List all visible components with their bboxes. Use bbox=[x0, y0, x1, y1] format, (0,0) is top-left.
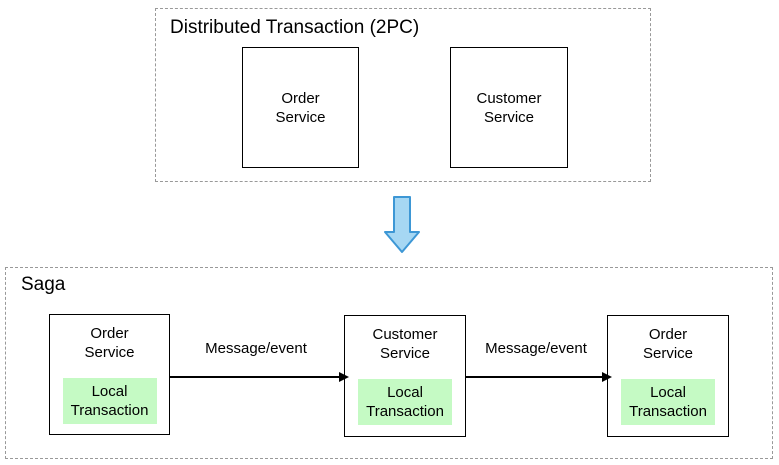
node-label: Customer Service bbox=[345, 325, 465, 363]
node-label-line: Transaction bbox=[629, 403, 707, 420]
node-label: Order Service bbox=[275, 89, 325, 127]
node-order-service-2pc: Order Service bbox=[242, 47, 359, 168]
node-label-line: Service bbox=[275, 108, 326, 126]
node-label-line: Service bbox=[379, 345, 431, 362]
down-arrow-shape bbox=[384, 196, 420, 253]
node-order-service-saga-1: Order Service Local Transaction bbox=[49, 314, 170, 435]
node-customer-service-2pc: Customer Service bbox=[450, 47, 568, 168]
node-label: Order Service bbox=[608, 325, 728, 363]
node-label-line: Service bbox=[483, 108, 535, 126]
edge-label-message-event-2: Message/event bbox=[485, 340, 587, 357]
group-title-2pc: Distributed Transaction (2PC) bbox=[170, 17, 420, 38]
node-label-line: Service bbox=[642, 345, 694, 362]
down-arrow-icon bbox=[384, 196, 420, 253]
group-title-saga: Saga bbox=[21, 274, 66, 295]
node-label-line: Transaction bbox=[366, 403, 444, 420]
edge-label-message-event-1: Message/event bbox=[205, 340, 307, 357]
arrowhead-right-icon bbox=[339, 372, 349, 382]
node-label-line: Order bbox=[648, 326, 688, 343]
node-label-line: Local bbox=[650, 384, 686, 401]
node-label: Order Service bbox=[50, 324, 169, 362]
edge-message-event-1 bbox=[170, 372, 349, 382]
group-distributed-transaction-2pc: Distributed Transaction (2PC) Order Serv… bbox=[155, 8, 651, 182]
group-saga: Saga Order Service Local Transaction Cus… bbox=[5, 267, 773, 459]
node-local-transaction-2: Local Transaction bbox=[358, 379, 452, 425]
node-label-line: Order bbox=[90, 325, 129, 342]
node-customer-service-saga: Customer Service Local Transaction bbox=[344, 315, 466, 437]
node-label-line: Customer bbox=[372, 326, 438, 343]
node-order-service-saga-2: Order Service Local Transaction bbox=[607, 315, 729, 437]
node-label-line: Local bbox=[91, 383, 128, 400]
node-label-line: Service bbox=[84, 344, 135, 361]
node-label-line: Transaction bbox=[70, 402, 149, 419]
node-label: Customer Service bbox=[476, 89, 541, 127]
arrowhead-right-icon bbox=[602, 372, 612, 382]
node-label-line: Order bbox=[281, 89, 320, 107]
node-local-transaction-1: Local Transaction bbox=[62, 378, 157, 424]
node-local-transaction-3: Local Transaction bbox=[621, 379, 715, 425]
node-label-line: Local bbox=[387, 384, 423, 401]
node-label-line: Customer bbox=[476, 89, 542, 107]
edge-message-event-2 bbox=[466, 372, 612, 382]
